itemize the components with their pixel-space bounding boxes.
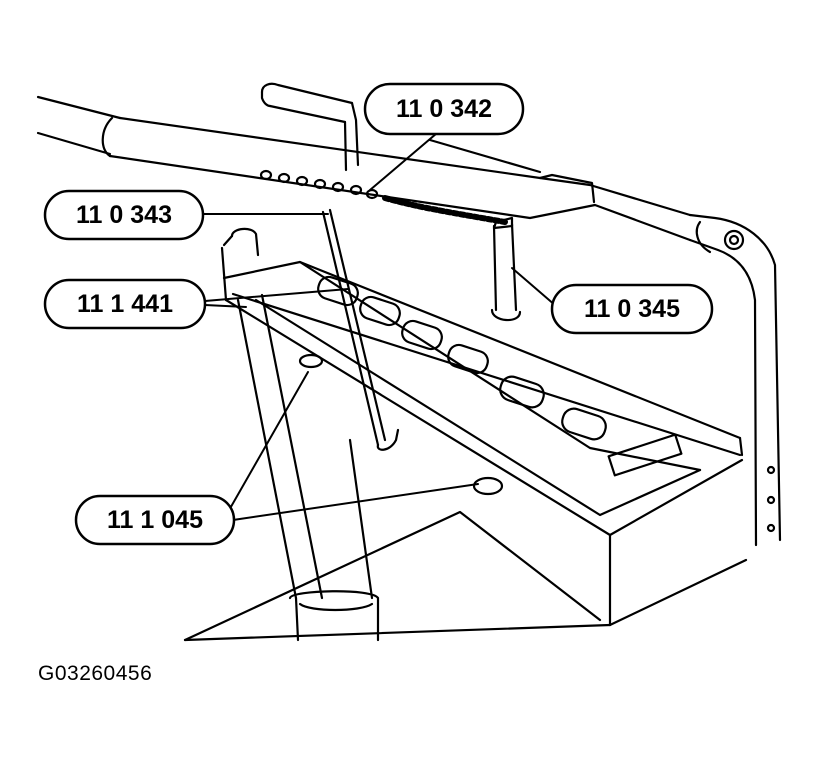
- hook-tool: [321, 208, 400, 451]
- callout-label: 11 0 343: [76, 201, 172, 229]
- support-column: [236, 293, 380, 642]
- callout-111441: 11 1 441: [43, 278, 207, 330]
- callout-label: 11 0 345: [584, 295, 680, 323]
- callout-label: 11 1 441: [77, 290, 173, 318]
- base-lines: [183, 510, 602, 642]
- callout-110342: 11 0 342: [363, 82, 525, 136]
- handle-bar: [36, 95, 692, 242]
- upper-frame: [260, 82, 782, 547]
- tool-tray: [183, 227, 748, 642]
- callout-110343: 11 0 343: [43, 189, 205, 241]
- figure-id: G03260456: [38, 662, 153, 685]
- pin-tool: [490, 216, 522, 322]
- callout-111045: 11 1 045: [74, 494, 236, 546]
- callout-110345: 11 0 345: [550, 283, 714, 335]
- callout-label: 11 0 342: [396, 95, 492, 123]
- callout-label: 11 1 045: [107, 506, 203, 534]
